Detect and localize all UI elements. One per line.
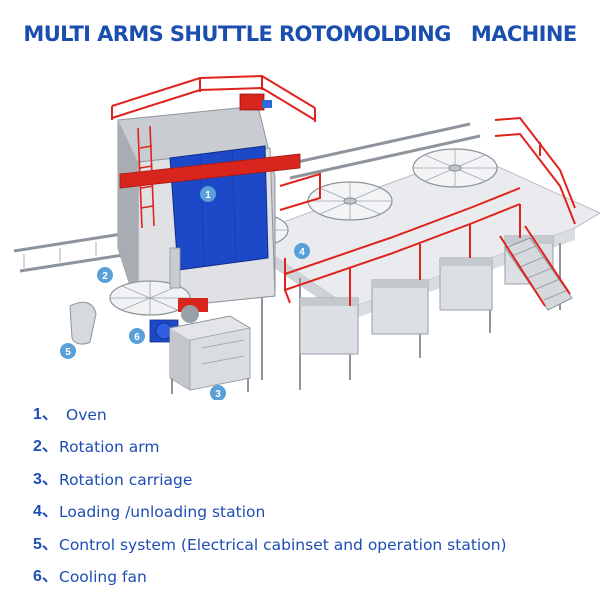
callout-5-number: 5 xyxy=(65,347,71,358)
legend-item-rotation-arm: 2、 Rotation arm xyxy=(33,436,593,468)
legend-number: 1、 xyxy=(33,406,58,423)
control-system xyxy=(69,247,181,345)
callout-1: 1 xyxy=(200,186,216,202)
callout-2-number: 2 xyxy=(102,271,108,282)
legend-item-cooling-fan: 6、 Cooling fan xyxy=(33,566,593,598)
legend-number: 5、 xyxy=(33,535,58,553)
rotation-carriage xyxy=(169,315,251,394)
platform-railing xyxy=(279,116,576,306)
component-legend: 1、 Oven 2、 Rotation arm 3、 Rotation carr… xyxy=(33,404,593,598)
staircase xyxy=(499,225,573,311)
callout-3: 3 xyxy=(210,385,226,400)
machine-diagram: 1 2 3 4 5 6 xyxy=(13,74,600,400)
cooling-fan xyxy=(149,298,208,343)
legend-item-control-system: 5、 Control system (Electrical cabinset a… xyxy=(33,534,593,566)
callout-markers: 1 2 3 4 5 6 xyxy=(60,186,310,400)
callout-6: 6 xyxy=(129,328,145,344)
legend-number: 3、 xyxy=(33,470,58,488)
legend-label: Oven xyxy=(66,406,107,424)
legend-number: 4、 xyxy=(33,503,58,521)
legend-number: 6、 xyxy=(33,567,58,585)
callout-6-number: 6 xyxy=(134,332,140,343)
legend-number: 2、 xyxy=(33,438,58,456)
callout-5: 5 xyxy=(60,343,76,359)
callout-1-number: 1 xyxy=(205,190,211,201)
rotation-arm xyxy=(109,280,191,316)
legend-label: Rotation carriage xyxy=(59,470,193,489)
legend-label: Cooling fan xyxy=(59,567,147,586)
legend-item-rotation-carriage: 3、 Rotation carriage xyxy=(33,469,593,501)
callout-4: 4 xyxy=(294,243,310,259)
legend-item-loading-station: 4、 Loading /unloading station xyxy=(33,501,593,533)
callout-3-number: 3 xyxy=(215,389,221,400)
callout-4-number: 4 xyxy=(299,247,305,258)
legend-label: Control system (Electrical cabinset and … xyxy=(59,535,507,554)
legend-label: Rotation arm xyxy=(59,438,160,457)
callout-2: 2 xyxy=(97,267,113,283)
legend-item-oven: 1、 Oven xyxy=(33,404,593,436)
page-title: MULTI ARMS SHUTTLE ROTOMOLDING MACHINE xyxy=(23,22,577,46)
legend-label: Loading /unloading station xyxy=(59,503,266,522)
